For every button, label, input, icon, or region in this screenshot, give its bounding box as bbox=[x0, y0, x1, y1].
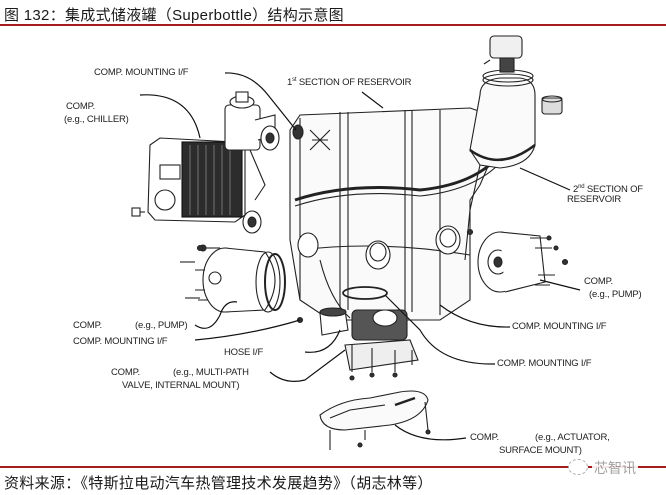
right-pump bbox=[477, 231, 559, 293]
leader-second-section bbox=[519, 167, 571, 191]
label-actuator-mount: SURFACE MOUNT) bbox=[499, 445, 582, 456]
leader-mounting-right-1 bbox=[439, 304, 511, 328]
watermark-text: 芯智讯 bbox=[592, 458, 638, 478]
label-comp-mounting-top: COMP. MOUNTING I/F bbox=[94, 67, 189, 78]
first-section-suffix: st bbox=[292, 77, 297, 83]
first-section-reservoir bbox=[289, 107, 498, 321]
label-comp-mounting-right-1: COMP. MOUNTING I/F bbox=[512, 321, 607, 332]
reservoir-cap bbox=[483, 35, 523, 73]
label-pump-right-example: (e.g., PUMP) bbox=[589, 289, 642, 300]
second-section-suffix: nd bbox=[578, 184, 585, 190]
label-first-section: 1st SECTION OF RESERVOIR bbox=[287, 74, 411, 89]
leader-pump-left bbox=[194, 301, 238, 329]
label-chiller-example: (e.g., CHILLER) bbox=[64, 114, 129, 125]
leader-mounting-left bbox=[194, 319, 301, 341]
leader-comp-mounting-top bbox=[224, 72, 297, 131]
leader-hose bbox=[304, 329, 341, 353]
label-second-section-line2: RESERVOIR bbox=[567, 194, 621, 205]
left-pump bbox=[180, 244, 286, 313]
first-section-number: 1 bbox=[287, 77, 293, 89]
label-multipath-mount: VALVE, INTERNAL MOUNT) bbox=[122, 380, 240, 391]
leader-actuator bbox=[394, 424, 467, 441]
label-second-section: 2nd SECTION OF bbox=[573, 181, 643, 196]
grommet bbox=[242, 124, 304, 234]
o-ring bbox=[342, 286, 388, 300]
chiller-component bbox=[131, 137, 246, 223]
label-multipath-example: (e.g., MULTI-PATH bbox=[173, 367, 249, 378]
source-rule bbox=[0, 466, 666, 468]
label-chiller-comp: COMP. bbox=[66, 101, 95, 112]
second-section-text: SECTION OF bbox=[584, 184, 643, 196]
figure-source: 资料来源：《特斯拉电动汽车热管理技术发展趋势》（胡志林等） bbox=[4, 475, 433, 492]
bolts bbox=[196, 228, 569, 324]
figure-title: 图 132：集成式储液罐（Superbottle）结构示意图 bbox=[4, 7, 344, 24]
label-pump-left-example: (e.g., PUMP) bbox=[135, 320, 188, 331]
center-fittings bbox=[297, 225, 461, 270]
leader-chiller bbox=[139, 94, 201, 139]
watermark-logo-icon bbox=[568, 459, 588, 475]
label-comp-mounting-left: COMP. MOUNTING I/F bbox=[73, 336, 168, 347]
multi-path-valve bbox=[344, 309, 419, 381]
second-section-reservoir bbox=[464, 69, 536, 261]
leader-mounting-right-2 bbox=[384, 294, 496, 365]
label-multipath-comp: COMP. bbox=[111, 367, 140, 378]
leader-pump-right bbox=[539, 279, 581, 291]
label-pump-right-comp: COMP. bbox=[584, 276, 613, 287]
label-actuator-example: (e.g., ACTUATOR, bbox=[535, 432, 610, 443]
leader-multipath bbox=[269, 349, 346, 382]
label-comp-mounting-right-2: COMP. MOUNTING I/F bbox=[497, 358, 592, 369]
first-section-text: SECTION OF RESERVOIR bbox=[296, 77, 412, 89]
hose-fitting bbox=[319, 307, 349, 336]
label-actuator-comp: COMP. bbox=[470, 432, 499, 443]
leader-first-section bbox=[361, 91, 384, 109]
actuator bbox=[319, 390, 431, 450]
title-rule bbox=[0, 24, 666, 26]
second-section-number: 2 bbox=[573, 184, 579, 196]
reservoir-plug bbox=[541, 95, 563, 115]
label-pump-left-comp: COMP. bbox=[73, 320, 102, 331]
label-hose-if: HOSE I/F bbox=[224, 347, 264, 358]
